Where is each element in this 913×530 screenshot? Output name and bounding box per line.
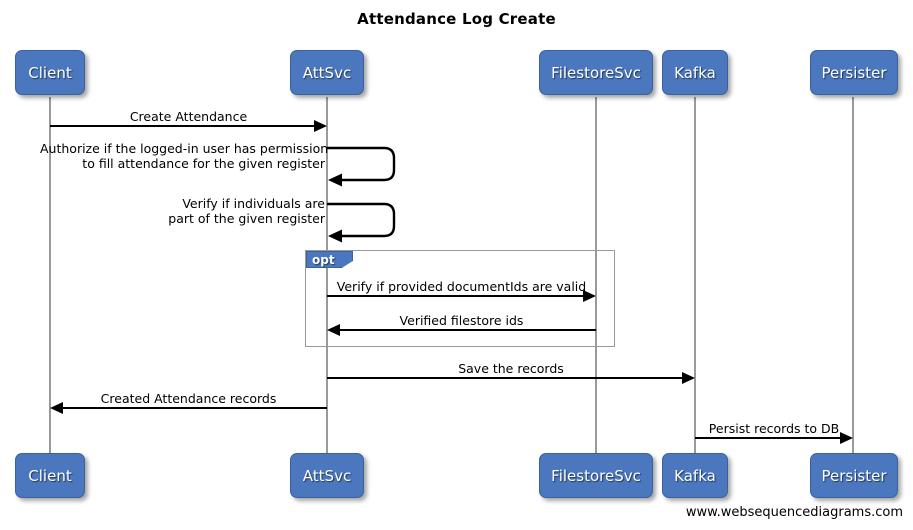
participant-client-bottom[interactable]: Client (15, 453, 85, 498)
lifeline-attsvc (326, 97, 328, 454)
participant-kafka-top[interactable]: Kafka (662, 50, 728, 95)
participant-label: Client (28, 63, 72, 82)
message-line-persist-records-to-db (695, 437, 840, 439)
participant-label: Client (28, 466, 72, 485)
message-line-verify-documentids (327, 295, 583, 297)
participant-label: Kafka (674, 63, 716, 82)
message-line-verified-filestore-ids (340, 329, 596, 331)
lifeline-client (49, 97, 51, 454)
message-selfloop-authorize-user (326, 141, 406, 187)
lifeline-persister (852, 97, 854, 454)
participant-filestoresvc-bottom[interactable]: FilestoreSvc (539, 453, 653, 498)
message-arrowhead-created-attendance-records (50, 402, 63, 414)
message-line-created-attendance-records (63, 407, 327, 409)
participant-label: AttSvc (302, 63, 352, 82)
participant-kafka-bottom[interactable]: Kafka (662, 453, 728, 498)
message-line-create-attendance (50, 125, 316, 127)
message-arrowhead-verified-filestore-ids (327, 324, 340, 336)
message-label-created-attendance-records: Created Attendance records (100, 391, 277, 406)
participant-label: FilestoreSvc (551, 466, 641, 485)
footer-watermark: www.websequencediagrams.com (685, 505, 903, 520)
participant-label: FilestoreSvc (551, 63, 641, 82)
message-label-authorize-user: Authorize if the logged-in user has perm… (40, 141, 329, 171)
message-arrowhead-create-attendance (314, 120, 327, 132)
message-label-persist-records-to-db: Persist records to DB (708, 421, 840, 436)
message-label-save-the-records: Save the records (458, 361, 564, 376)
participant-label: Persister (821, 466, 887, 485)
participant-attsvc-top[interactable]: AttSvc (290, 50, 364, 95)
fragment-operator-label: opt (312, 252, 335, 267)
lifeline-filestoresvc (595, 97, 597, 454)
participant-client-top[interactable]: Client (15, 50, 85, 95)
lifeline-kafka (694, 97, 696, 454)
message-line-save-the-records (327, 377, 682, 379)
participant-label: Persister (821, 63, 887, 82)
participant-persister-top[interactable]: Persister (810, 50, 898, 95)
message-label-create-attendance: Create Attendance (129, 109, 248, 124)
message-arrowhead-save-the-records (682, 372, 695, 384)
message-label-verify-documentids: Verify if provided documentIds are valid (336, 279, 587, 294)
participant-filestoresvc-top[interactable]: FilestoreSvc (539, 50, 653, 95)
message-arrowhead-verify-documentids (583, 290, 596, 302)
message-selfloop-verify-individuals (326, 197, 406, 243)
fragment-opt-operator-tab: opt (306, 251, 353, 268)
message-arrowhead-persist-records-to-db (840, 432, 853, 444)
fragment-opt (305, 250, 615, 347)
page-title: Attendance Log Create (357, 10, 556, 28)
message-label-verified-filestore-ids: Verified filestore ids (399, 313, 524, 328)
participant-label: AttSvc (302, 466, 352, 485)
participant-persister-bottom[interactable]: Persister (810, 453, 898, 498)
participant-label: Kafka (674, 466, 716, 485)
message-label-verify-individuals: Verify if individuals are part of the gi… (168, 196, 325, 226)
participant-attsvc-bottom[interactable]: AttSvc (290, 453, 364, 498)
